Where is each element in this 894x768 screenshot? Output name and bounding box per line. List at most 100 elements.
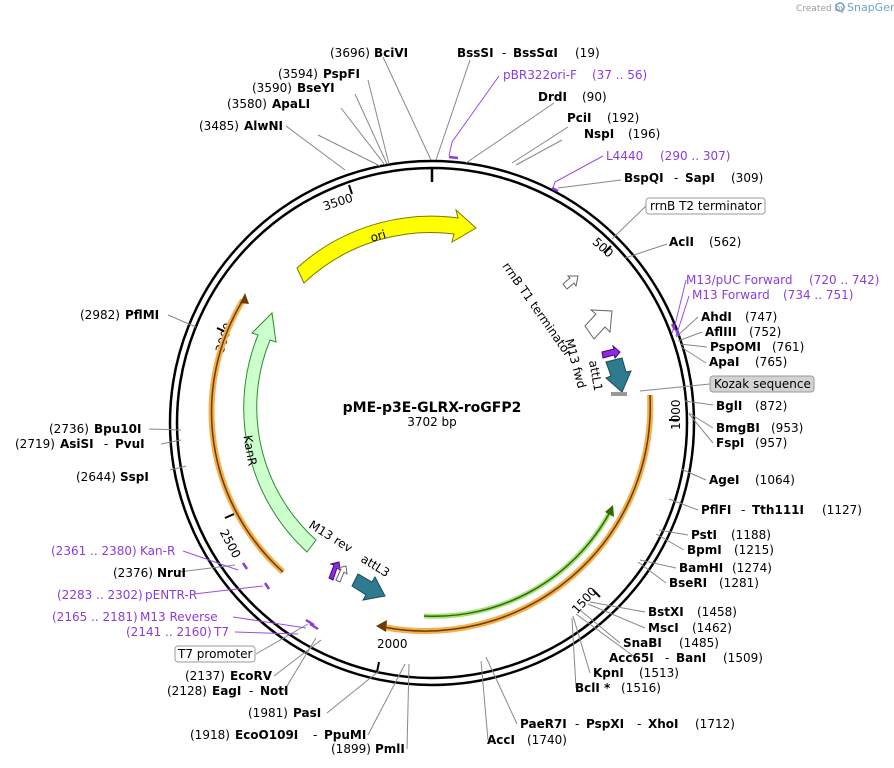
pmli-pos: (1899): [331, 742, 371, 756]
acli-pos: (562): [709, 235, 741, 249]
kanr-label: KanR: [240, 434, 259, 467]
drdi-label: DrdI: [538, 90, 567, 104]
bpmi-pos: (1215): [734, 543, 774, 557]
xhoi-label: XhoI: [648, 717, 679, 731]
pcii-pos: (192): [607, 111, 639, 125]
ori-arrow: [296, 208, 477, 284]
attl3-label: attL3: [358, 552, 392, 580]
acli-label: AclI: [669, 235, 694, 249]
bani-label: BanI: [676, 651, 706, 665]
gfp-arc-inner: [423, 511, 611, 618]
attl3-arrow: [351, 573, 386, 601]
apali-pos: (3580): [227, 97, 267, 111]
pspfi-label: PspFI: [323, 67, 360, 81]
asisi-sep: -: [104, 437, 108, 451]
ppumi-label: PpuMI: [324, 728, 366, 742]
snabi-label: SnaBI: [623, 636, 662, 650]
eco109-sep: -: [313, 728, 317, 742]
tth111i-label: Tth111I: [752, 503, 804, 517]
pbr-f-pos: (37 .. 56): [592, 68, 647, 82]
tick-2000: 2000: [377, 637, 408, 651]
pflmi-pos: (2982): [80, 308, 120, 322]
fspi-pos: (957): [755, 436, 787, 450]
pflfi-label: PflFI: [701, 503, 731, 517]
pvui-label: PvuI: [115, 437, 145, 451]
orf-left-arrowhead: [240, 293, 249, 304]
m13rev-arrow-2: [335, 565, 348, 583]
kanr-p-pos: (2361 .. 2380): [51, 544, 137, 558]
bspqi-pos: (309): [731, 171, 763, 185]
acc65i-label: Acc65I: [609, 651, 654, 665]
eco109-pos: (1918): [190, 728, 230, 742]
svg-text:T7 promoter: T7 promoter: [177, 647, 253, 661]
aflii-pos: (752): [749, 325, 781, 339]
asisi-label: AsiSI: [60, 437, 94, 451]
plasmid-name: pME-p3E-GLRX-roGFP2: [343, 400, 522, 416]
apai-label: ApaI: [709, 355, 739, 369]
pspomi-pos: (761): [772, 340, 804, 354]
m13fwd-label: M13 fwd: [562, 337, 589, 390]
bseri-label: BseRI: [669, 576, 707, 590]
nspi-label: NspI: [584, 127, 614, 141]
pcii-label: PciI: [567, 111, 592, 125]
pbr-f-label: pBR322ori-F: [503, 68, 577, 82]
bgli-pos: (872): [755, 399, 787, 413]
m13r-pos: (2165 .. 2181): [52, 610, 138, 624]
attl1-bar: [611, 392, 627, 396]
pspxi-label: PspXI: [586, 717, 624, 731]
bcivi-pos: (3696): [330, 46, 370, 60]
pflmi-label: PflMI: [125, 308, 159, 322]
pasi-label: PasI: [293, 706, 321, 720]
l4440-pos: (290 .. 307): [660, 149, 730, 163]
bmgbi-label: BmgBI: [716, 421, 760, 435]
m13r-label: M13 Reverse: [140, 610, 218, 624]
bcivi-label: BciVI: [374, 46, 408, 60]
sspi-label: SspI: [120, 470, 149, 484]
psti-pos: (1188): [731, 528, 771, 542]
psti-label: PstI: [691, 528, 717, 542]
gfp-arrowhead: [605, 505, 614, 517]
plasmid-length: 3702 bp: [407, 415, 457, 429]
svg-text:rrnB T2 terminator: rrnB T2 terminator: [650, 199, 762, 213]
bstxi-label: BstXI: [648, 605, 684, 619]
bpmi-label: BpmI: [687, 543, 722, 557]
snapgene-logo-icon: [835, 2, 845, 12]
pentr-pos: (2283 .. 2302): [57, 588, 143, 602]
bpu10i-label: Bpu10I: [94, 422, 141, 436]
eco109-label: EcoO109I: [235, 728, 298, 742]
attl1-label: attL1: [586, 359, 605, 392]
acc65i-pos: (1509): [723, 651, 763, 665]
apali-label: ApaLI: [272, 97, 310, 111]
pentr-label: pENTR-R: [145, 588, 197, 602]
acci-label: AccI: [487, 733, 515, 747]
ahdi-label: AhdI: [701, 310, 732, 324]
msci-label: MscI: [648, 621, 679, 635]
nspi-pos: (196): [628, 127, 660, 141]
svg-text:Kozak sequence: Kozak sequence: [714, 377, 811, 391]
paer7i-sep1: -: [575, 717, 579, 731]
pflfi-sep: -: [741, 503, 745, 517]
m13f-label: M13 Forward: [692, 288, 770, 302]
acci-pos: (1740): [527, 733, 567, 747]
tick-1000: 1000: [669, 399, 683, 430]
backbone-outer: [168, 159, 696, 687]
bsssai-label: BssSαI: [513, 46, 558, 60]
ecorv-label: EcoRV: [230, 669, 273, 683]
pasi-pos: (1981): [248, 706, 288, 720]
bcli-label: BclI *: [575, 681, 611, 695]
kpni-label: KpnI: [593, 666, 624, 680]
bseri-pos: (1281): [719, 576, 759, 590]
agei-pos: (1064): [755, 473, 795, 487]
kanr-p-label: Kan-R: [140, 544, 175, 558]
ecorv-pos: (2137): [185, 669, 225, 683]
credit-prefix: Created by: [796, 4, 846, 14]
primer-marks: [241, 155, 681, 631]
t7-promoter-box: T7 promoter: [174, 645, 256, 663]
bmgbi-pos: (953): [771, 421, 803, 435]
bamhi-pos: (1274): [732, 561, 772, 575]
rrnb-t1-arrow: [562, 275, 579, 290]
pmli-label: PmlI: [375, 742, 405, 756]
ahdi-pos: (747): [745, 310, 777, 324]
pspfi-pos: (3594): [278, 67, 318, 81]
